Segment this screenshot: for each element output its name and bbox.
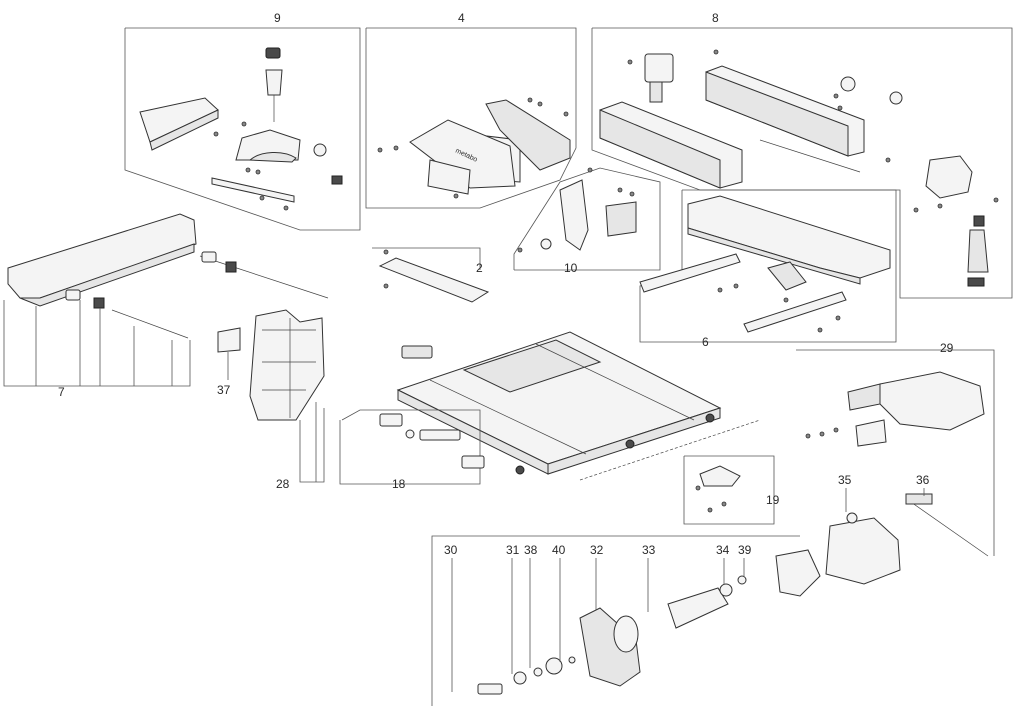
group-6-table-extension: 6 xyxy=(639,189,897,349)
callout-30: 30 xyxy=(444,543,458,557)
motor-shaft-assembly: 30 31 38 40 32 33 34 39 xyxy=(431,535,821,706)
group-19-bracket: 19 xyxy=(683,455,780,525)
callout-37: 37 xyxy=(217,383,231,397)
callout-4: 4 xyxy=(458,11,465,25)
callout-2: 2 xyxy=(476,261,483,275)
callout-6: 6 xyxy=(702,335,709,349)
handle-cap-icon xyxy=(265,47,281,59)
callout-10: 10 xyxy=(564,261,578,275)
callout-7: 7 xyxy=(58,385,65,399)
callout-9: 9 xyxy=(274,11,281,25)
group-9-mitre-gauge: 9 xyxy=(124,11,361,231)
group-4-blade-guard: 4 metabo xyxy=(365,11,577,209)
callout-36: 36 xyxy=(916,473,930,487)
group-28-side-panel: 28 xyxy=(249,309,325,491)
group-10-riving-bracket: 10 xyxy=(513,167,661,275)
callout-31: 31 xyxy=(506,543,520,557)
callout-8: 8 xyxy=(712,11,719,25)
callout-28: 28 xyxy=(276,477,290,491)
group-7-side-extension: 7 xyxy=(3,213,329,399)
group-8-rip-fence: 8 xyxy=(591,11,1013,299)
callout-18: 18 xyxy=(392,477,406,491)
group-37-label: 37 xyxy=(217,327,241,397)
callout-33: 33 xyxy=(642,543,656,557)
callout-38: 38 xyxy=(524,543,538,557)
callout-19: 19 xyxy=(766,493,780,507)
callout-40: 40 xyxy=(552,543,566,557)
group-29-motor: 29 35 36 xyxy=(796,341,995,585)
group-2-insert-plate: 2 xyxy=(372,247,490,303)
callout-35: 35 xyxy=(838,473,852,487)
callout-39: 39 xyxy=(738,543,752,557)
main-table: 18 xyxy=(339,331,761,491)
callout-29: 29 xyxy=(940,341,954,355)
callout-32: 32 xyxy=(590,543,604,557)
callout-34: 34 xyxy=(716,543,730,557)
